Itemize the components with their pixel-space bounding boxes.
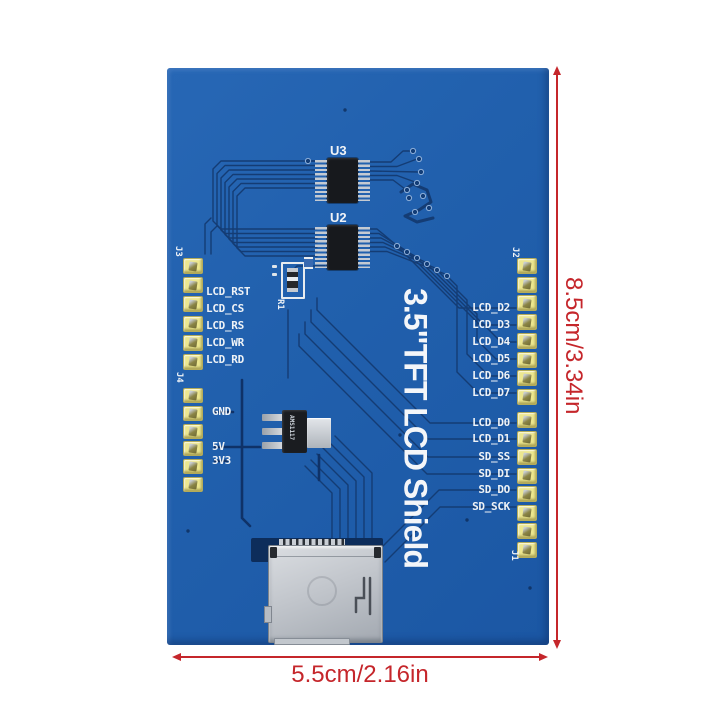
label-lcd-rs: LCD_RS [206, 319, 244, 332]
solder-pad [272, 273, 277, 276]
label-lcd-cs: LCD_CS [206, 302, 244, 315]
sd-side-tab [264, 606, 272, 623]
header-pin [517, 370, 537, 387]
arrowhead-right [539, 653, 548, 661]
regulator-marking: AMS1117 [288, 415, 295, 441]
header-pin [517, 314, 537, 331]
label-lcd-d1: LCD_D1 [472, 432, 510, 445]
label-lcd-wr: LCD_WR [206, 336, 244, 349]
header-pin [517, 467, 537, 484]
label-lcd-d0: LCD_D0 [472, 416, 510, 429]
header-pin [183, 423, 203, 439]
label-lcd-rst: LCD_RST [206, 285, 251, 298]
label-lcd-d7: LCD_D7 [472, 386, 510, 399]
ic-u2 [315, 225, 370, 270]
header-pin [517, 351, 537, 368]
label-sd-sck: SD_SCK [472, 500, 510, 513]
header-pin [517, 412, 537, 428]
label-sd-do: SD_DO [478, 483, 510, 496]
connector-ref-j1: J1 [509, 550, 519, 561]
header-pin [183, 296, 203, 313]
header-pin [517, 258, 537, 274]
small-capacitor [304, 257, 313, 269]
label-5v: 5V [212, 440, 225, 453]
solder-pad [272, 265, 277, 268]
header-pin [517, 430, 537, 447]
header-pin [517, 276, 537, 293]
ic-pins [315, 227, 327, 268]
resistor-ref-r1: R1 [275, 299, 285, 310]
ic-pins [315, 160, 327, 201]
header-pin [517, 295, 537, 312]
ic-ref-u3: U3 [330, 143, 347, 158]
header-pin [517, 504, 537, 521]
header-pin [517, 388, 537, 405]
connector-ref-j3: J3 [173, 246, 183, 257]
label-sd-di: SD_DI [478, 467, 510, 480]
dimension-arrow-vertical [556, 72, 558, 642]
voltage-regulator: AMS1117 [282, 410, 307, 453]
header-pin [183, 353, 203, 370]
dimension-height-label: 8.5cm/3.34in [560, 277, 587, 415]
resistor-r1 [281, 262, 305, 299]
connector-ref-j4: J4 [174, 372, 184, 383]
resistor-stripe [287, 277, 298, 281]
header-j4 [183, 388, 203, 492]
arrowhead-down [553, 640, 561, 649]
label-sd-ss: SD_SS [478, 450, 510, 463]
label-lcd-d3: LCD_D3 [472, 318, 510, 331]
pcb-board: 3.5"TFT LCD Shield J3 J4 J2 [167, 68, 549, 645]
label-3v3: 3V3 [212, 454, 231, 467]
arrowhead-up [553, 66, 561, 75]
header-pin [183, 334, 203, 351]
ic-ref-u2: U2 [330, 210, 347, 225]
header-pin [517, 486, 537, 503]
header-j2 [517, 258, 537, 405]
connector-ref-j2: J2 [510, 247, 520, 258]
sd-clip [374, 547, 381, 558]
header-pin [517, 523, 537, 540]
sd-bottom-lip [274, 638, 350, 645]
arrowhead-left [172, 653, 181, 661]
label-lcd-d4: LCD_D4 [472, 335, 510, 348]
dimension-width-label: 5.5cm/2.16in [291, 661, 429, 688]
sd-stamp-circle [307, 576, 337, 606]
header-pin [517, 541, 537, 558]
header-pin [517, 449, 537, 466]
header-pin [517, 332, 537, 349]
header-j1 [517, 412, 537, 558]
header-pin [183, 459, 203, 475]
header-pin [183, 405, 203, 421]
header-pin [183, 277, 203, 294]
label-lcd-d6: LCD_D6 [472, 369, 510, 382]
label-lcd-d2: LCD_D2 [472, 301, 510, 314]
header-pin [183, 315, 203, 332]
header-pin [183, 441, 203, 457]
sd-clip [270, 547, 277, 558]
sd-card-slot [264, 545, 383, 645]
board-title-silkscreen: 3.5"TFT LCD Shield [397, 288, 434, 568]
sd-contact-pins [279, 539, 345, 546]
sd-spring-detail [354, 576, 372, 616]
regulator-tab [307, 418, 331, 448]
ic-pins [358, 160, 370, 201]
ic-pins [358, 227, 370, 268]
dimension-arrow-horizontal [177, 656, 543, 658]
header-j3 [183, 258, 203, 370]
regulator-leg [262, 414, 283, 421]
ic-u3 [315, 158, 370, 203]
regulator-leg [262, 442, 283, 449]
header-pin [183, 258, 203, 274]
label-lcd-rd: LCD_RD [206, 353, 244, 366]
regulator-leg [262, 428, 283, 435]
label-gnd: GND [212, 405, 231, 418]
header-pin [183, 476, 203, 492]
label-lcd-d5: LCD_D5 [472, 352, 510, 365]
header-pin [183, 388, 203, 403]
pcb-traces [186, 108, 532, 590]
